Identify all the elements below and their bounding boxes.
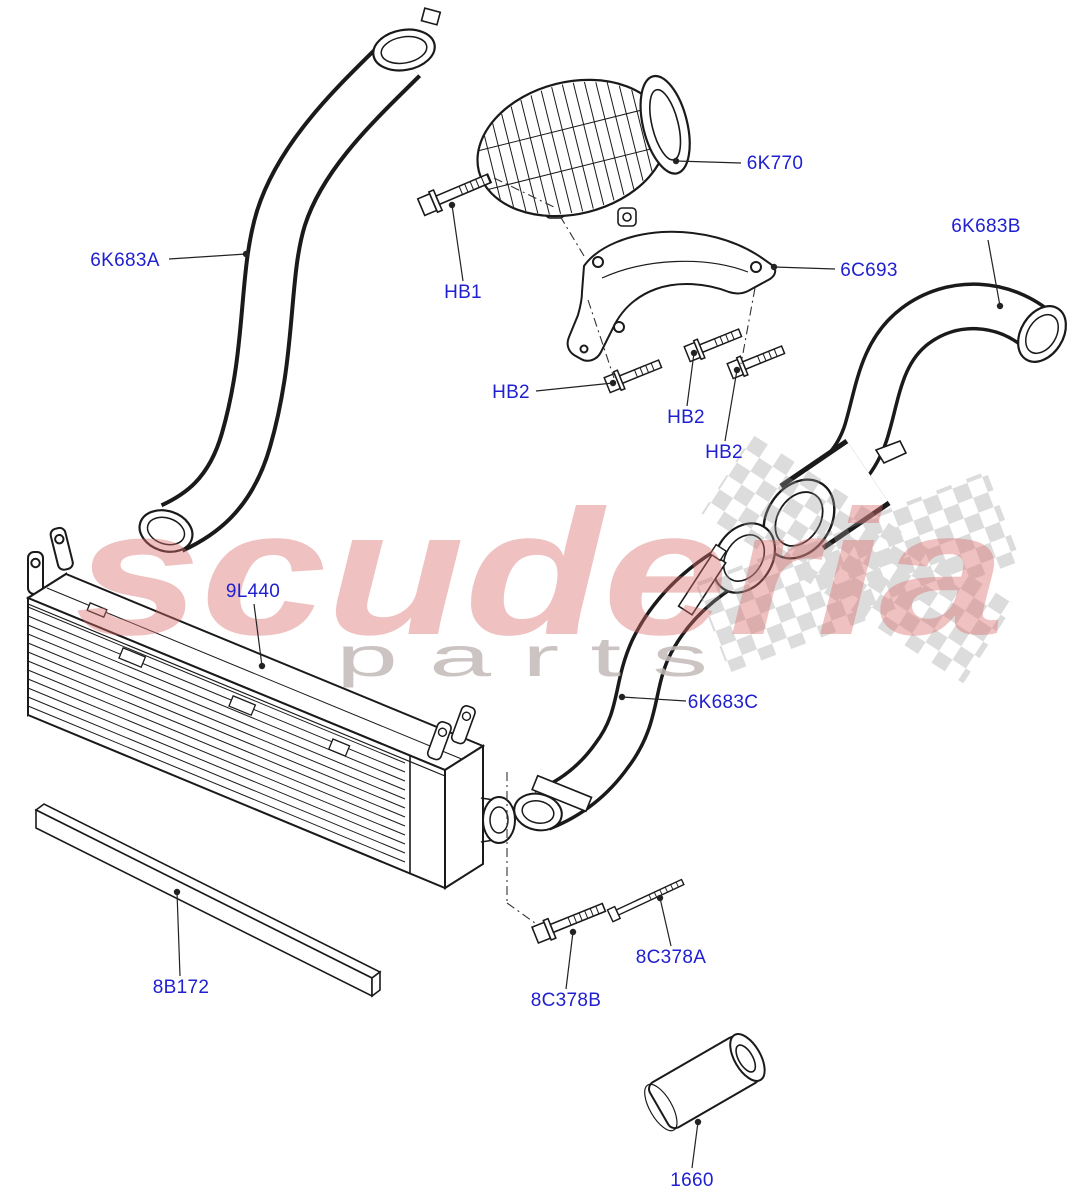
part-label-HB2-left[interactable]: HB2 (492, 382, 530, 403)
part-label-6K683A[interactable]: 6K683A (90, 250, 160, 271)
bolt-8C378B-drawing (530, 902, 607, 945)
hose-6K683A-drawing (138, 7, 442, 553)
part-label-6K683C[interactable]: 6K683C (687, 692, 759, 713)
part-label-HB2-right[interactable]: HB2 (705, 442, 743, 463)
intercooler-9L440-drawing (25, 526, 516, 890)
bolt-8C378A-drawing (606, 878, 685, 923)
resonator-6K770-drawing (476, 74, 691, 227)
construction-lines (493, 177, 756, 924)
bracket-6C693-drawing (566, 230, 777, 362)
hose-1660-drawing (644, 1033, 766, 1132)
watermark-sub-text: p a r t s (336, 625, 708, 688)
part-label-6K770[interactable]: 6K770 (746, 153, 804, 174)
watermark-brand-text: scuderia (75, 473, 1005, 672)
part-label-HB1[interactable]: HB1 (444, 282, 482, 303)
part-label-8C378A[interactable]: 8C378A (635, 947, 707, 968)
part-label-6K683B[interactable]: 6K683B (951, 216, 1021, 237)
part-label-6C693[interactable]: 6C693 (840, 260, 898, 281)
watermark: scuderia p a r t s (75, 434, 1021, 688)
part-label-9L440[interactable]: 9L440 (225, 581, 281, 602)
hose-6K683C-drawing (513, 522, 777, 832)
part-label-8B172[interactable]: 8B172 (152, 977, 210, 998)
watermark-checkered-flags (695, 434, 1021, 684)
leader-lines (168, 157, 1004, 1169)
part-label-1660[interactable]: 1660 (670, 1170, 714, 1191)
part-label-8C378B[interactable]: 8C378B (530, 990, 602, 1011)
seal-strip-8B172-drawing (34, 803, 382, 998)
bolts-HB2-drawing (603, 328, 786, 394)
bolt-HB1-drawing (416, 173, 493, 217)
part-label-HB2-mid[interactable]: HB2 (667, 407, 705, 428)
